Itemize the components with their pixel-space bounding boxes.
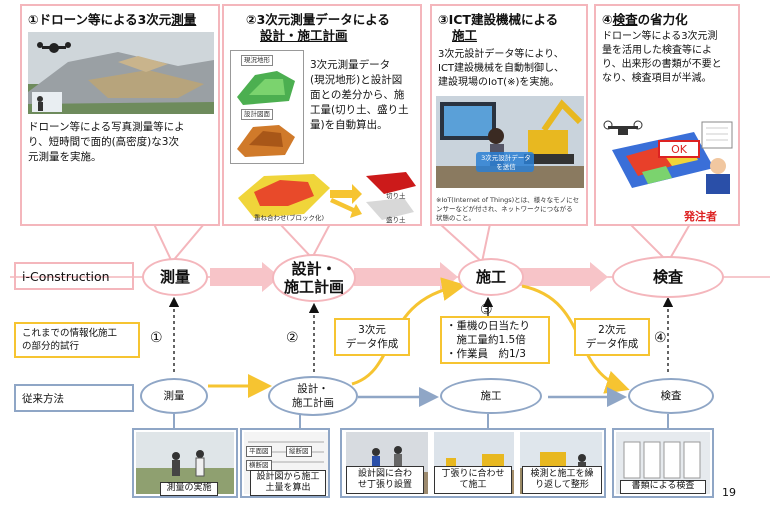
photo-conventional-construction: 設計図に合わせ丁張り設置 丁張りに合わせて施工 検測と施工を繰り返して整形 (340, 428, 606, 498)
panel-ict-machinery: ③ICT建設機械による 施工 3次元設計データ等により、 ICT建設機械を自動制… (430, 4, 588, 226)
drawing-tag: 平面図 (246, 446, 272, 457)
drawing-tag: 縦断図 (286, 446, 312, 457)
photo-caption: 検測と施工を繰り返して整形 (522, 466, 602, 494)
panel-3d-design: ②3次元測量データによる 設計・施工計画 現況地形 設計図面 3次元測量データ … (222, 4, 422, 226)
i-construction-label: i-Construction (14, 262, 134, 290)
conv-node-construction: 施工 (440, 378, 542, 414)
panel-drone-survey: ①ドローン等による3次元測量 ドローン等による写真測量等によ り、短時間で面的(… (20, 4, 220, 226)
ok-badge: OK (658, 140, 700, 158)
panel-title: ①ドローン等による3次元測量 (28, 12, 197, 27)
orderer-label: 発注者 (684, 210, 717, 223)
photo-caption: 書類による検査 (620, 480, 706, 494)
node-inspection: 検査 (612, 256, 724, 298)
3d-data-creation-box: 3次元データ作成 (334, 318, 410, 356)
cut-fill-figure (238, 172, 416, 220)
ict-machinery-photo (436, 96, 584, 188)
callout-pointer-2 (277, 223, 332, 260)
callout-pointer-3 (437, 223, 492, 264)
step-number: ③ (480, 302, 493, 318)
panel-title: ④検査の省力化 (602, 12, 688, 27)
callout-pointer-1 (152, 223, 207, 264)
fig-label: 盛り土 (386, 216, 406, 224)
step-number: ② (286, 330, 299, 346)
effect-summary-box: ・重機の日当たり 施工量約1.5倍・作業員 約1/3 (440, 316, 550, 364)
photo-caption: 測量の実施 (160, 482, 218, 496)
panel-title: ②3次元測量データによる 設計・施工計画 (246, 12, 390, 43)
iot-footnote: ※IoT(Internet of Things)とは、様々なモノにセ ンサーなど… (436, 196, 580, 222)
photo-caption: 丁張りに合わせて施工 (434, 466, 512, 494)
photo-overlay-label: 3次元設計データ を送信 (481, 154, 531, 171)
conventional-method-label: 従来方法 (14, 384, 134, 412)
fig-label: 現況地形 (241, 55, 273, 66)
conv-node-survey: 測量 (140, 378, 208, 414)
prior-trial-label: これまでの情報化施工 の部分的試行 (14, 322, 140, 358)
photo-conventional-inspection: 書類による検査 (612, 428, 714, 498)
step-number: ① (150, 330, 163, 346)
panel-inspection: ④検査の省力化 ドローン等による3次元測 量を活用した検査等によ り、出来形の書… (594, 4, 740, 226)
page-number: 19 (722, 486, 736, 499)
conv-node-inspection: 検査 (628, 378, 714, 414)
fig-label: 設計図面 (241, 109, 273, 120)
panel-body: ドローン等による3次元測 量を活用した検査等によ り、出来形の書類が不要と なり… (602, 31, 722, 84)
node-construction: 施工 (458, 258, 524, 296)
photo-caption: 設計図から施工土量を算出 (250, 470, 326, 496)
terrain-figure: 現況地形 設計図面 (230, 50, 304, 164)
panel-body: 3次元測量データ (現況地形)と設計図 面との差分から、施 工量(切り土、盛り土… (310, 59, 409, 131)
photo-caption: 設計図に合わせ丁張り設置 (346, 466, 424, 494)
conv-node-design-planning: 設計・施工計画 (268, 376, 358, 416)
fig-label: 切り土 (386, 192, 406, 200)
node-survey: 測量 (142, 258, 208, 296)
photo-conventional-design: 平面図 縦断図 横断図 設計図から施工土量を算出 (240, 428, 330, 498)
2d-data-creation-box: 2次元データ作成 (574, 318, 650, 356)
fig-label: 重ね合わせ(ブロック化) (254, 214, 325, 222)
step-number: ④ (654, 330, 667, 346)
panel-body: ドローン等による写真測量等によ り、短時間で面的(高密度)な3次 元測量を実施。 (28, 121, 185, 163)
panel-body: 3次元設計データ等により、 ICT建設機械を自動制御し、 建設現場のIoT(※)… (438, 49, 565, 88)
pink-arrow-1 (210, 262, 280, 292)
pink-arrow-3 (520, 262, 608, 292)
node-design-planning: 設計・施工計画 (272, 254, 356, 302)
pink-arrow-2 (354, 262, 458, 292)
panel-title: ③ICT建設機械による 施工 (438, 12, 559, 43)
photo-conventional-survey: 測量の実施 (132, 428, 238, 498)
drone-survey-photo (28, 32, 214, 114)
